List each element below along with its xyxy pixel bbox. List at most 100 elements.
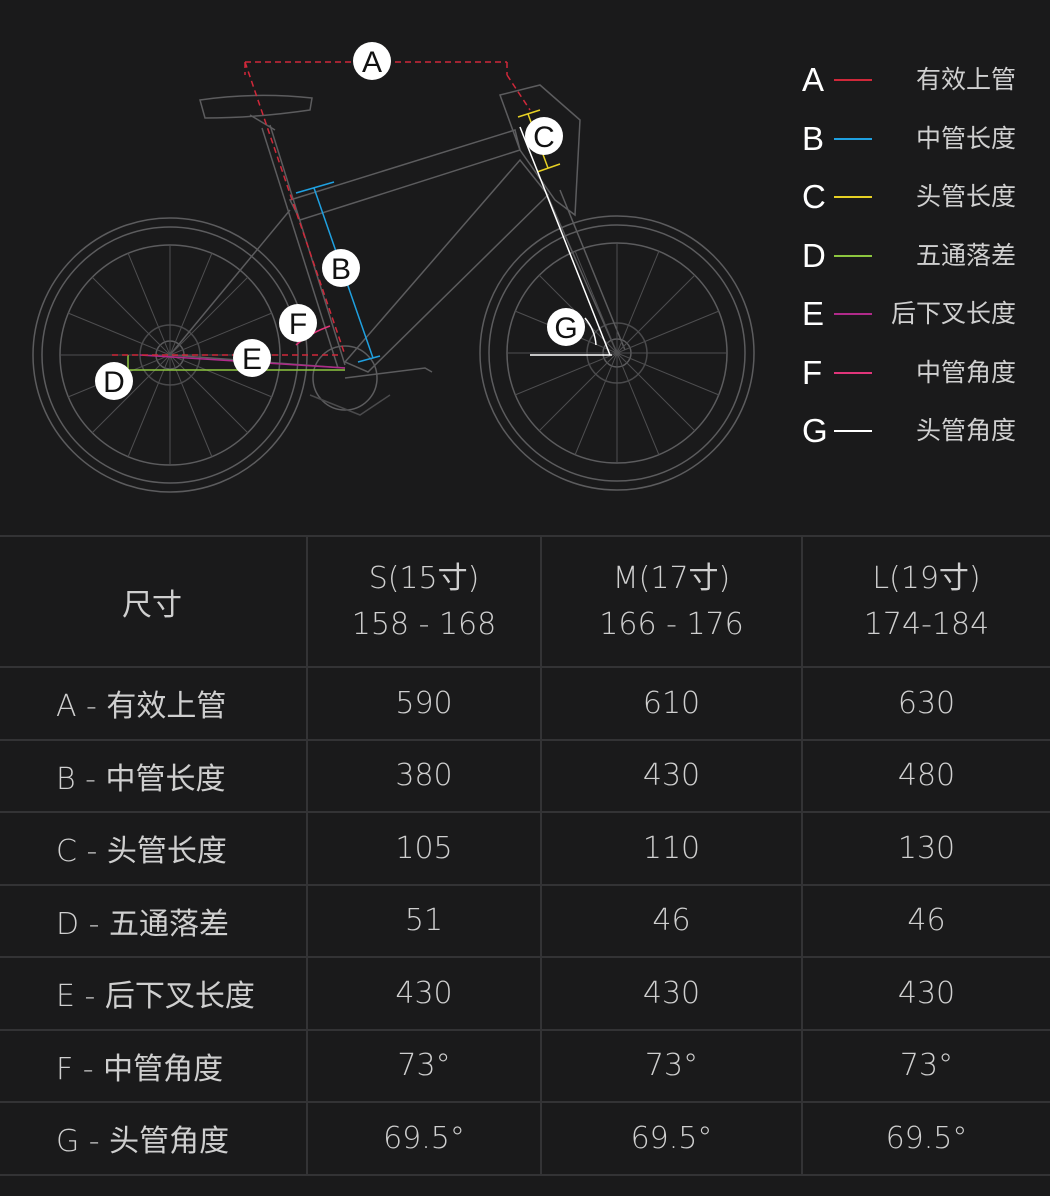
marker-e [233,339,271,377]
marker-e-label: E [242,343,262,376]
legend-label: 有效上管 [915,65,1016,94]
table-cell: 46 [801,883,1050,958]
row-label: B - 中管长度 [0,738,308,813]
table-cell: 590 [306,666,542,741]
table-row: A - 有效上管 590 610 630 [0,666,1050,741]
marker-b [322,249,360,287]
legend-swatch [834,430,872,432]
table-cell: 630 [801,666,1050,741]
marker-d-label: D [103,366,125,399]
size-l-height-range: 174-184 [863,606,990,642]
marker-c [525,117,563,155]
legend-swatch [834,137,872,140]
seatpost-clamp [249,114,276,131]
table-cell: 380 [306,738,542,813]
fork [544,189,618,354]
chainring [312,345,378,411]
legend-label: 中管长度 [915,123,1016,153]
spokes [60,243,727,465]
marker-f [279,304,317,342]
legend-label: 中管角度 [915,357,1016,387]
marker-g-label: G [554,312,577,345]
table-row: C - 头管长度 105 110 130 [0,811,1050,886]
front-tire [479,215,755,491]
table-cell: 430 [540,738,803,813]
legend-swatch [834,313,872,315]
table-cell: 430 [801,956,1050,1031]
table-cell: 73° [801,1028,1050,1103]
table-row: D - 五通落差 51 46 46 [0,883,1050,958]
legend-item-g: G 头管角度 [800,403,1050,462]
table-cell: 610 [540,666,803,741]
seatstay [169,209,291,356]
table-cell: 69.5° [306,1101,542,1176]
legend-letter: D [802,236,826,274]
legend-item-a: A 有效上管 [800,52,1050,111]
fork-edge [559,189,626,351]
row-label: C - 头管长度 [0,811,308,886]
table-cell: 110 [540,811,803,886]
legend-letter: G [802,412,828,449]
table-row: E - 后下叉长度 430 430 430 [0,956,1050,1031]
bike-geometry-diagram: A B C D E F G A 有效上管 B 中管长度 C [0,0,1050,535]
row-label: F - 中管角度 [0,1028,308,1103]
table-cell: 480 [801,738,1050,813]
size-geometry-table: 尺寸 S(15寸) 158 - 168 M(17寸) 166 - 176 L(1… [0,535,1050,1176]
legend-swatch [834,79,872,81]
legend-item-e: E 后下叉长度 [800,286,1050,345]
saddle [199,94,313,119]
size-l-header: L(19寸) 174-184 [801,535,1050,668]
row-label: G - 头管角度 [0,1101,308,1176]
table-cell: 130 [801,811,1050,886]
size-s-height-range: 158 - 168 [351,606,497,642]
legend-label: 后下叉长度 [890,299,1016,328]
table-cell: 73° [540,1028,803,1103]
size-column-header: 尺寸 [0,535,308,668]
legend-letter: C [802,178,826,215]
marker-f-label: F [289,308,307,341]
legend-letter: A [802,61,825,98]
size-s-name: S(15寸) [368,560,480,596]
marker-g [547,308,585,346]
legend-letter: E [802,295,825,332]
legend-label: 五通落差 [915,240,1016,270]
marker-a-label: A [362,46,382,79]
top-tube [288,129,521,221]
measure-g-line [519,126,612,356]
table-cell: 430 [540,956,803,1031]
size-m-header: M(17寸) 166 - 176 [540,535,803,668]
legend-label: 头管长度 [915,182,1016,211]
legend-swatch [834,371,872,374]
table-row: G - 头管角度 69.5° 69.5° 69.5° [0,1101,1050,1176]
geometry-legend: A 有效上管 B 中管长度 C 头管长度 D 五通落差 E 后下叉长度 F 中管… [800,52,1050,462]
table-row: B - 中管长度 380 430 480 [0,738,1050,813]
table-cell: 51 [306,883,542,958]
bike-frame-illustration: A B C D E F G [32,42,755,493]
legend-swatch [834,254,872,257]
legend-item-c: C 头管长度 [800,169,1050,228]
head-tube [499,84,581,217]
marker-d [95,362,133,400]
marker-c-label: C [533,121,555,154]
table-header-row: 尺寸 S(15寸) 158 - 168 M(17寸) 166 - 176 L(1… [0,535,1050,668]
chain [309,394,391,416]
legend-letter: F [802,353,823,391]
table-cell: 73° [306,1028,542,1103]
row-label: D - 五通落差 [0,883,308,958]
row-label: A - 有效上管 [0,666,308,741]
table-cell: 430 [306,956,542,1031]
measure-d-line [118,355,345,372]
crank [344,367,433,379]
legend-item-f: F 中管角度 [800,345,1050,404]
legend-letter: B [802,119,825,157]
table-cell: 69.5° [540,1101,803,1176]
size-s-header: S(15寸) 158 - 168 [306,535,542,668]
table-cell: 46 [540,883,803,958]
size-l-name: L(19寸) [872,560,981,596]
size-m-height-range: 166 - 176 [599,606,744,642]
marker-a [353,42,391,80]
table-cell: 69.5° [801,1101,1050,1176]
size-m-name: M(17寸) [612,560,731,596]
row-label: E - 后下叉长度 [0,956,308,1031]
front-rim-outer [488,224,746,482]
